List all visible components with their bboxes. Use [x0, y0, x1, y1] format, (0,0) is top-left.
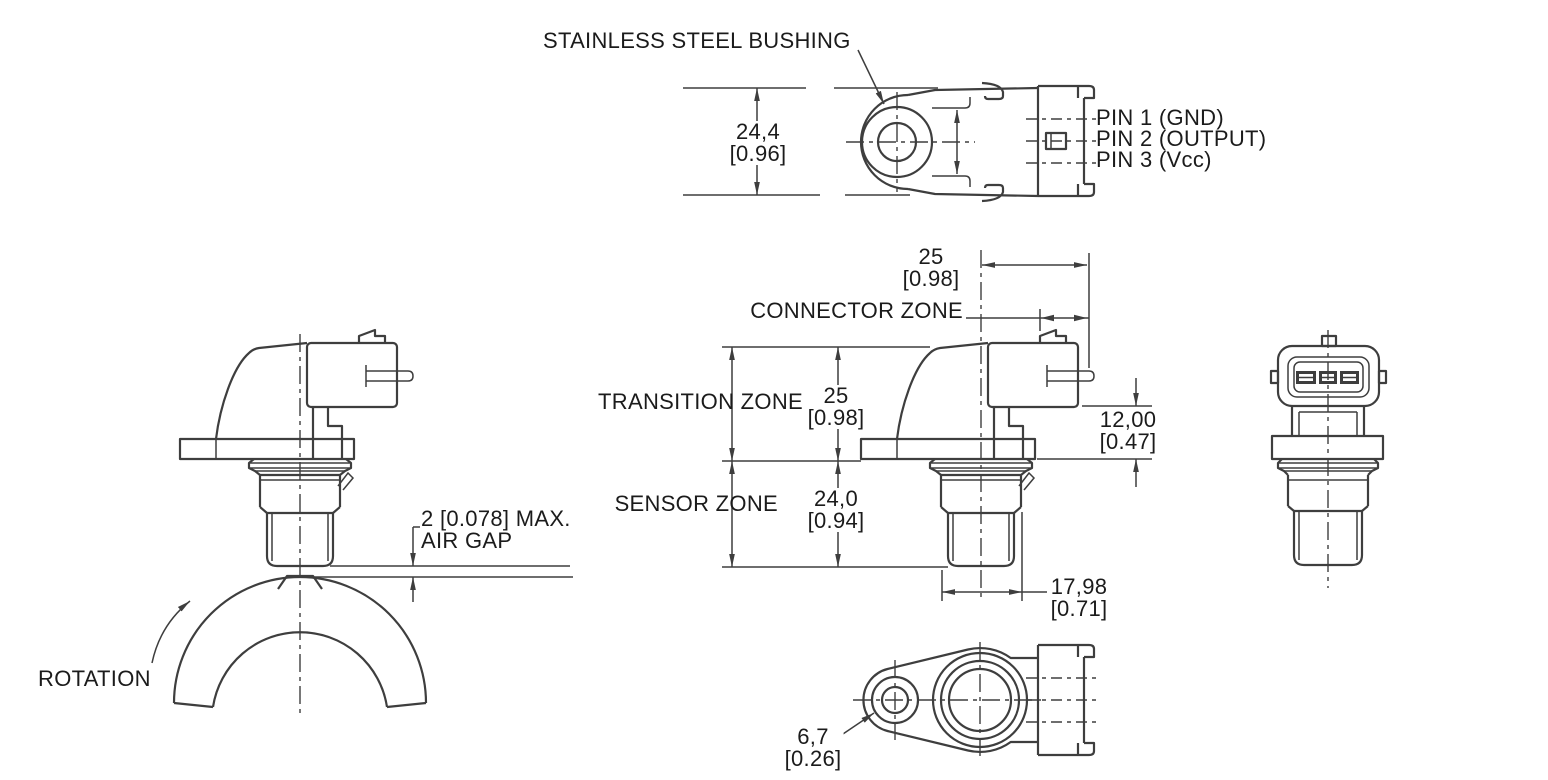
dim-17-98-graphics: [941, 512, 1047, 601]
side-view-drawing: [151, 328, 573, 714]
mounting-bracket: [895, 341, 989, 440]
sensor-zone-label: SENSOR ZONE: [614, 491, 778, 516]
dim-24-0-inch: [0.94]: [807, 508, 865, 533]
dim-6-7: 6,7 [0.26]: [782, 724, 844, 771]
dim-25-top: 25 [0.98]: [900, 244, 962, 291]
connector-end-view: [1026, 84, 1096, 198]
air-gap-callout: 2 [0.078] MAX. AIR GAP: [421, 508, 571, 552]
bushing-leader: [857, 49, 885, 105]
pin2-label: PIN 2 (OUTPUT): [1096, 126, 1267, 151]
dim-24-4-graphics: [683, 87, 938, 196]
neck: [992, 407, 1025, 459]
air-gap-value: 2 [0.078] MAX.: [421, 506, 571, 531]
top-view-drawing: [683, 49, 1096, 203]
air-gap-label: AIR GAP: [421, 528, 513, 553]
pin1-label: PIN 1 (GND): [1096, 105, 1224, 130]
connector-body: [986, 341, 1080, 409]
dim-24-4: 24,4 [0.96]: [727, 119, 789, 166]
dim-12-00-inch: [0.47]: [1099, 429, 1157, 454]
dim-12-00: 12,00 [0.47]: [1097, 407, 1159, 454]
dim-24-4-inch: [0.96]: [729, 141, 787, 166]
pin-blade: [1046, 365, 1095, 387]
pin2-cavity: [1044, 131, 1068, 151]
tone-wheel: [172, 574, 428, 709]
rotation-label: ROTATION: [38, 666, 151, 691]
dim-17-98: 17,98 [0.71]: [1048, 574, 1110, 621]
dim-6-7-inch: [0.26]: [784, 746, 842, 771]
dim-25-top-inch: [0.98]: [902, 266, 960, 291]
connector-latch: [1038, 328, 1068, 343]
dim-17-98-mm: 17,98: [1050, 574, 1108, 599]
bottom-body-outline: [862, 646, 1038, 754]
transition-zone-label: TRANSITION ZONE: [598, 389, 803, 414]
air-gap-graphics: [313, 526, 573, 602]
bushing-callout: STAINLESS STEEL BUSHING: [543, 28, 851, 53]
wheel-tooth: [277, 574, 323, 590]
dim-24-4-mm: 24,4: [735, 119, 781, 144]
dim-25-mid-mm: 25: [823, 383, 849, 408]
front-view-drawing: [1269, 330, 1388, 588]
dim-24-0-mm: 24,0: [813, 486, 859, 511]
bottom-view-drawing: [839, 642, 1098, 758]
connector-zone-label: CONNECTOR ZONE: [750, 298, 963, 323]
dim-25-top-mm: 25: [918, 244, 944, 269]
dim-12-00-mm: 12,00: [1099, 407, 1157, 432]
dim-24-0: 24,0 [0.94]: [805, 486, 867, 533]
mounting-flange: [859, 437, 1037, 461]
dim-25-mid: 25 [0.98]: [805, 383, 867, 430]
dim-25-top-graphics: [981, 253, 1090, 368]
dim-6-7-mm: 6,7: [797, 724, 829, 749]
dim-17-98-inch: [0.71]: [1050, 596, 1108, 621]
pin-centerlines: [1026, 118, 1096, 164]
dim-12-graphics: [1037, 378, 1152, 487]
rotation-arrow: [151, 600, 191, 664]
pin3-label: PIN 3 (Vcc): [1096, 147, 1212, 172]
bushing-hole-leader: [839, 712, 875, 737]
sensor-side-profile: [859, 328, 1095, 568]
center-view-drawing: [722, 250, 1152, 601]
dim-25-mid-inch: [0.98]: [807, 405, 865, 430]
zone-dimension-graphics: [722, 346, 948, 568]
connector-zone-graphics: [966, 309, 1089, 331]
